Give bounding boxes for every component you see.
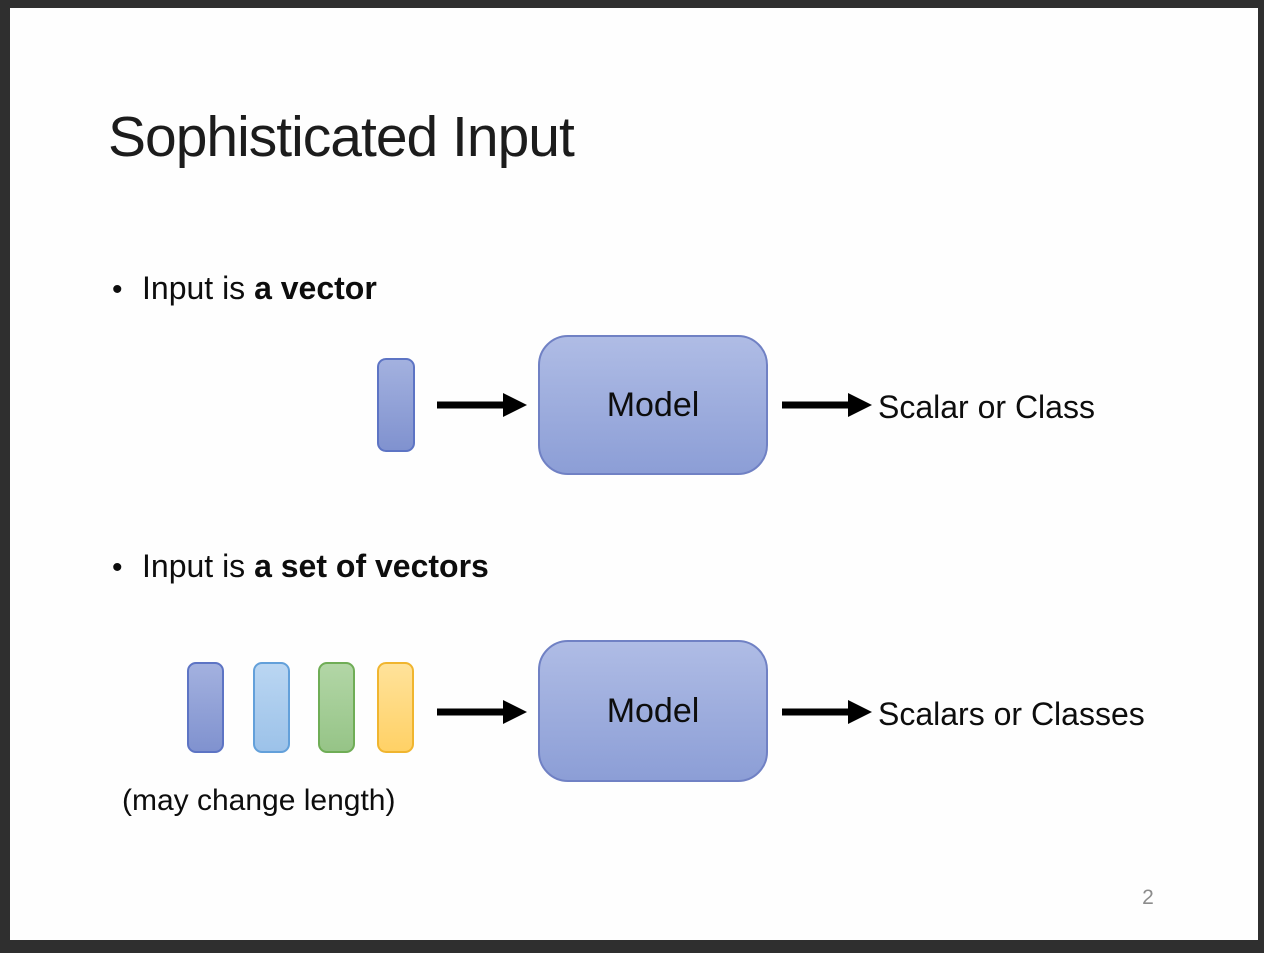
right-arrow-icon — [782, 393, 872, 417]
model-label: Model — [606, 691, 700, 730]
vector-bar-green — [318, 662, 355, 753]
vector-bar-blue — [187, 662, 224, 753]
vector-bar-blue — [377, 358, 415, 452]
right-arrow-icon — [437, 700, 527, 724]
bullet-text: Input is a set of vectors — [142, 548, 489, 584]
bullet-dot-icon: • — [112, 273, 123, 306]
slide-canvas: Sophisticated Input • Input is a vector … — [10, 8, 1258, 940]
bullet-input-is-a-set-of-vectors: • Input is a set of vectors — [112, 548, 489, 585]
bullet-text: Input is a vector — [142, 270, 377, 306]
model-label: Model — [606, 385, 700, 424]
vector-bar-lightblue — [253, 662, 290, 753]
page-title: Sophisticated Input — [108, 105, 575, 169]
output-label-scalars-or-classes: Scalars or Classes — [878, 696, 1145, 732]
note-may-change-length: (may change length) — [122, 784, 396, 817]
vector-bar-yellow — [377, 662, 414, 753]
bullet-dot-icon: • — [112, 551, 123, 584]
bullet-input-is-a-vector: • Input is a vector — [112, 270, 377, 307]
model-box: Model — [538, 335, 768, 475]
right-arrow-icon — [782, 700, 872, 724]
page-number: 2 — [1142, 886, 1154, 909]
output-label-scalar-or-class: Scalar or Class — [878, 389, 1095, 425]
right-arrow-icon — [437, 393, 527, 417]
model-box: Model — [538, 640, 768, 782]
